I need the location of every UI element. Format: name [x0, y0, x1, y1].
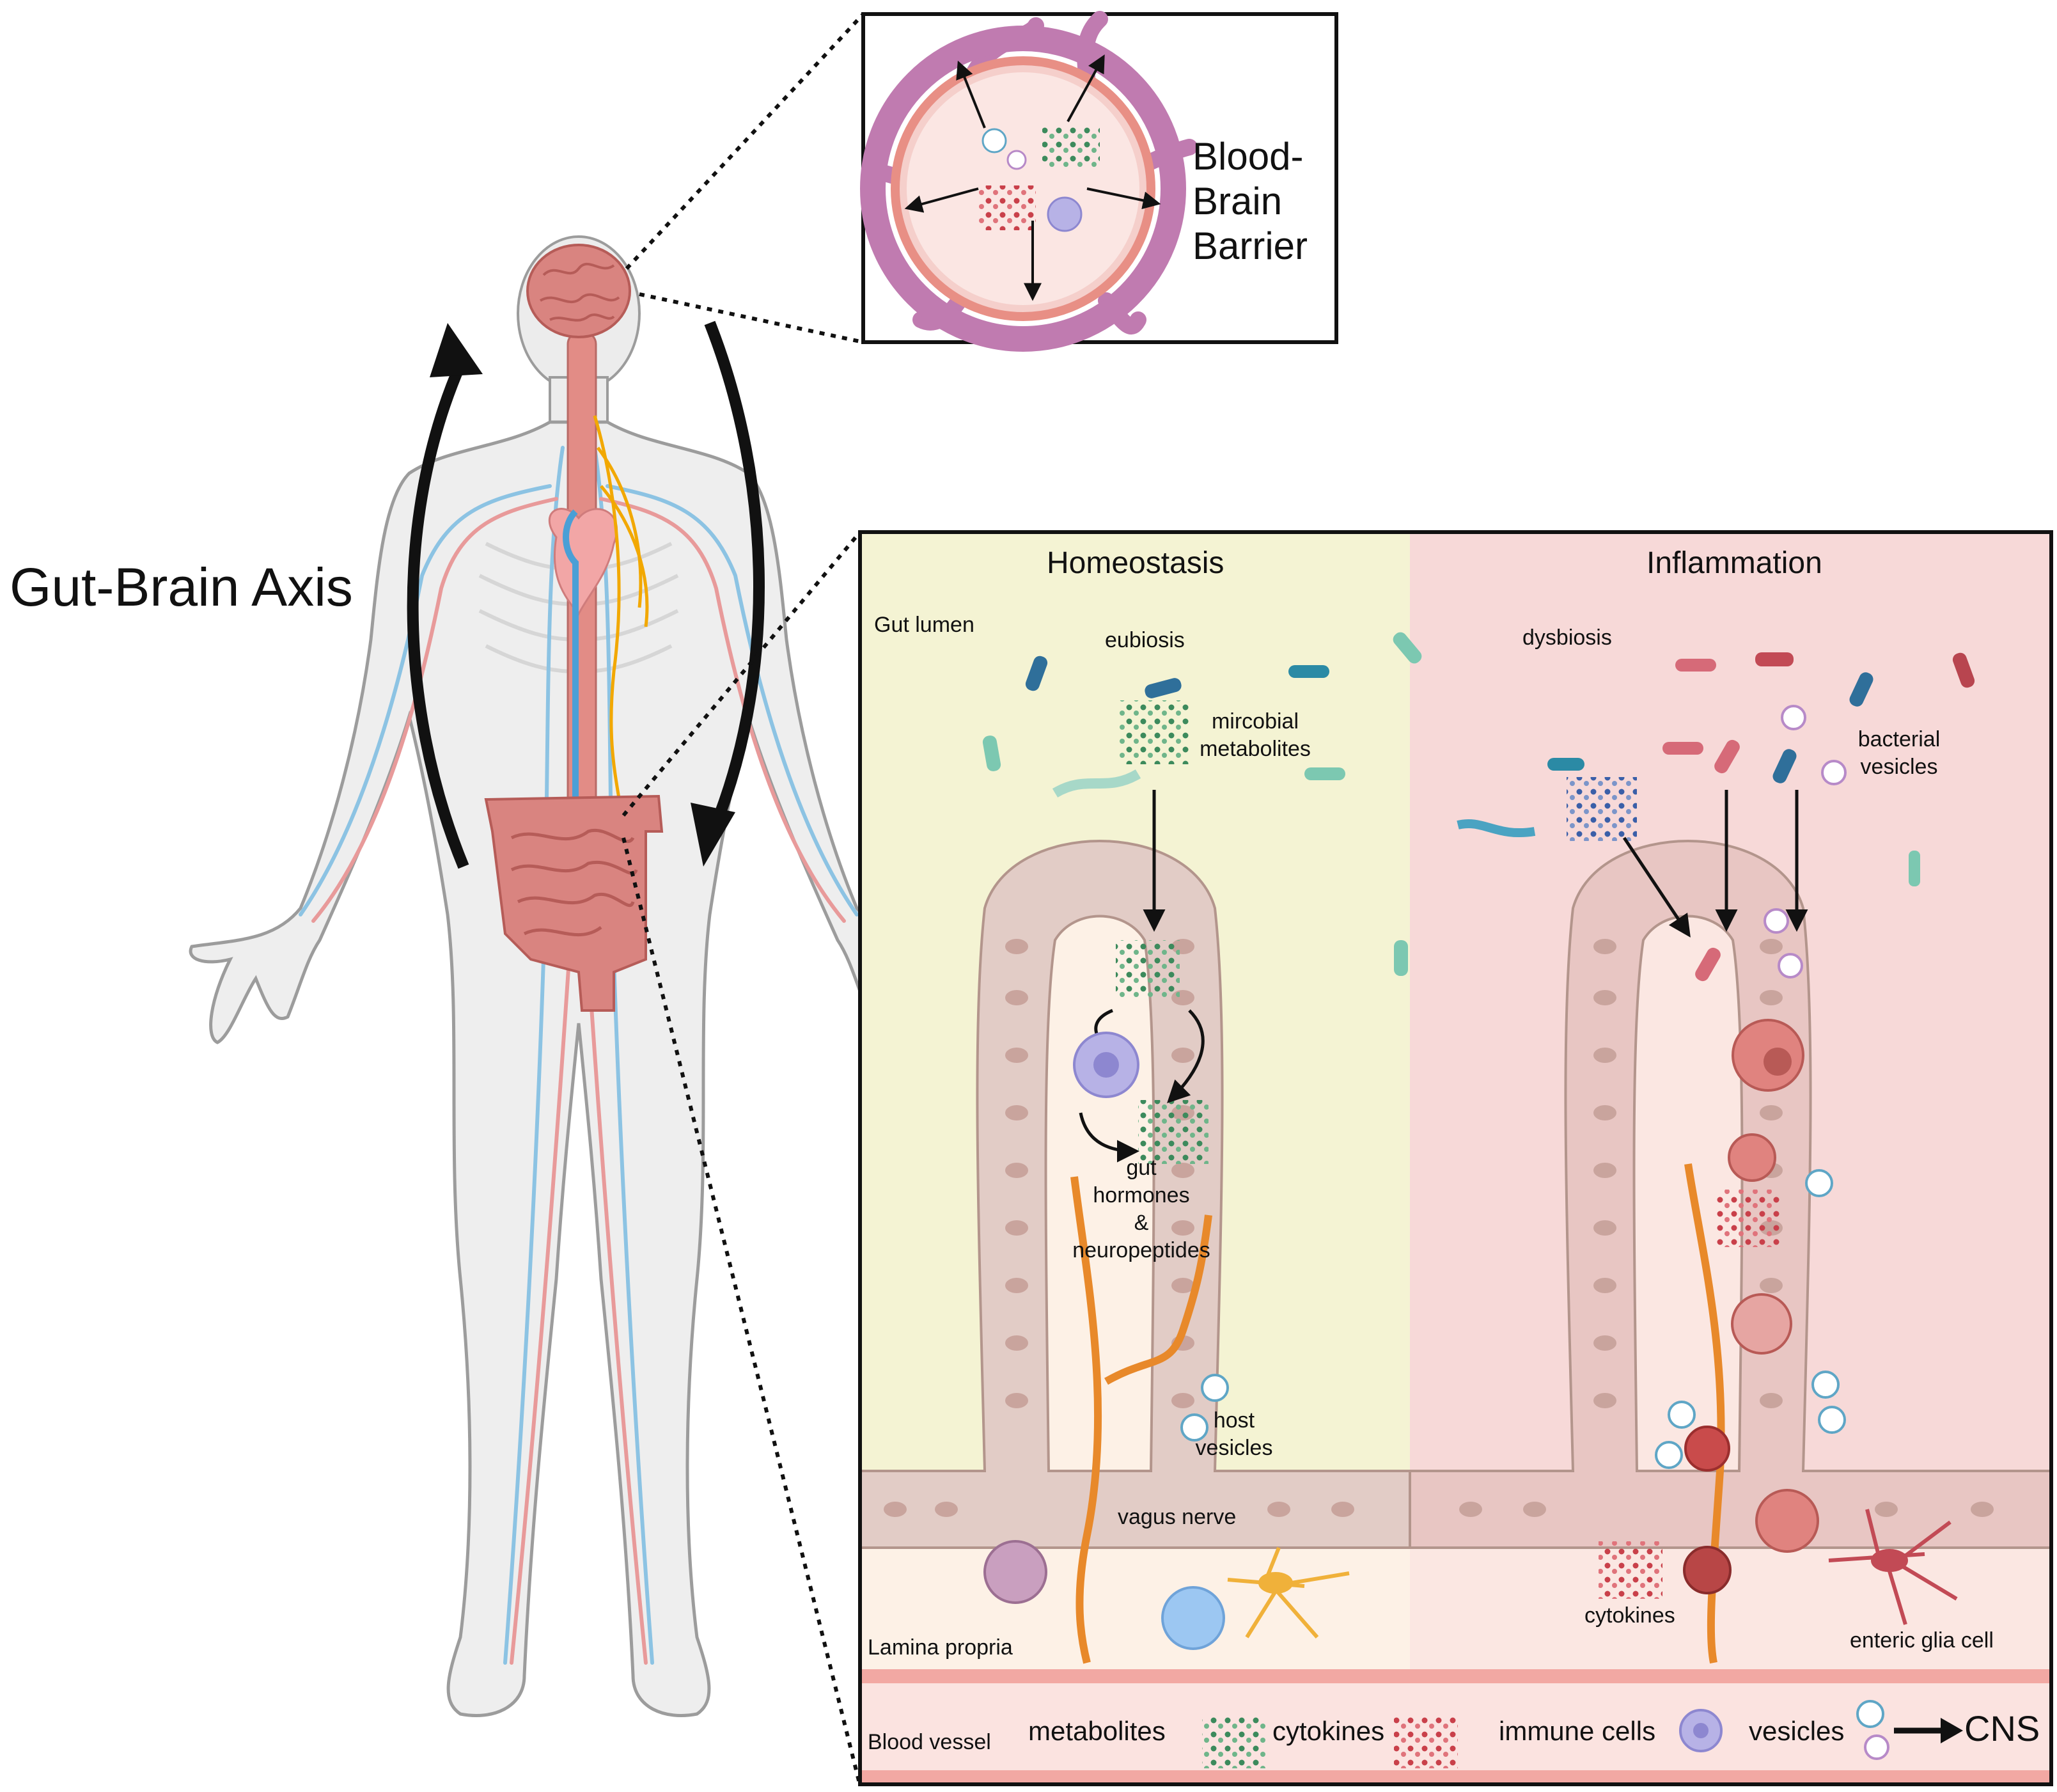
gut-panel [858, 530, 2053, 1786]
blood-vessel-label: Blood vessel [868, 1730, 991, 1754]
legend-immune-cells: immune cells [1499, 1716, 1656, 1746]
bacterial-vesicles-line2: vesicles [1860, 755, 1938, 779]
bacterial-vesicles-line1: bacterial [1858, 727, 1941, 751]
vagus-nerve-label: vagus nerve [1118, 1505, 1237, 1529]
gut-hormones-label: gut hormones & neuropeptides [1055, 1154, 1228, 1264]
bbb-label-line2: Brain [1193, 180, 1283, 223]
legend-vesicles: vesicles [1749, 1716, 1845, 1746]
microbial-metabolites-label: mircobial metabolites [1188, 708, 1322, 763]
enteric-glia-label: enteric glia cell [1850, 1628, 1994, 1653]
legend-cytokines: cytokines [1272, 1716, 1385, 1746]
gut-hormones-line3: & [1134, 1211, 1149, 1235]
zoom-lines [622, 12, 865, 1786]
enteric-glia-icon [1227, 1546, 1350, 1639]
gut-brain-axis-title: Gut-Brain Axis [10, 557, 353, 617]
human-body [189, 235, 969, 1717]
microbial-metabolites-line2: metabolites [1200, 737, 1311, 761]
blood-vessel [860, 1669, 2051, 1784]
blood-brain-barrier-inset [860, 11, 1338, 352]
gut-hormones-line2: hormones [1093, 1183, 1190, 1207]
gut-hormones-line1: gut [1126, 1156, 1157, 1180]
axis-arrows [407, 320, 765, 869]
inflammation-title: Inflammation [1646, 546, 1822, 580]
homeostasis-title: Homeostasis [1047, 546, 1224, 580]
pathogenic-bacteria-icon [1457, 652, 1975, 982]
intestine-icon [484, 794, 664, 1012]
bbb-label-line3: Barrier [1193, 224, 1308, 267]
lamina-propria-label: Lamina propria [868, 1635, 1013, 1660]
cns-label: CNS [1964, 1708, 2040, 1749]
gut-lumen-label: Gut lumen [874, 613, 974, 637]
gut-hormones-line4: neuropeptides [1072, 1238, 1210, 1262]
cytokines-label: cytokines [1584, 1603, 1675, 1628]
bacterial-vesicles-label: bacterial vesicles [1835, 726, 1963, 781]
commensal-bacteria-icon [982, 632, 1422, 976]
host-vesicles-label: host vesicles [1186, 1407, 1282, 1462]
microbial-metabolites-line1: mircobial [1211, 709, 1299, 734]
host-vesicles-line1: host [1213, 1408, 1255, 1433]
eubiosis-label: eubiosis [1105, 628, 1185, 652]
host-vesicles-line2: vesicles [1195, 1436, 1273, 1460]
dysbiosis-label: dysbiosis [1522, 625, 1612, 650]
enteric-glia-inflamed-icon [1828, 1509, 1958, 1625]
legend-metabolites: metabolites [1028, 1716, 1166, 1746]
bbb-label-line1: Blood- [1193, 135, 1304, 178]
